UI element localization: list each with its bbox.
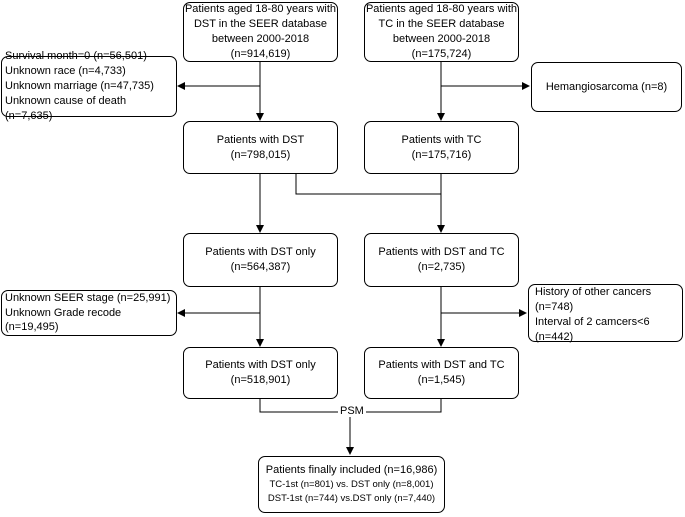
box-line: TC in the SEER database: [378, 18, 505, 31]
box-line: (n=175,724): [411, 47, 472, 60]
final-title: Patients finally included (n=16,986): [265, 464, 438, 477]
box-line: (n=564,387): [230, 261, 291, 273]
box-exclusion-right-2: History of other cancers (n=748) Interva…: [528, 284, 683, 343]
exclusion-line: Unknown marriage (n=47,735): [5, 80, 154, 93]
final-line: TC-1st (n=801) vs. DST only (n=8,001): [269, 479, 434, 491]
exclusion-line: Survival month=0 (n=56,501): [5, 50, 147, 63]
box-line: Patients with DST and TC: [378, 246, 505, 259]
exclusion-line: Hemangiosarcoma (n=8): [545, 80, 668, 93]
box-line: Patients with DST only: [205, 359, 316, 372]
box-line: Patients with TC: [401, 133, 482, 146]
box-dst: Patients with DST (n=798,015): [183, 121, 338, 174]
box-dst-source: Patients aged 18-80 years with DST in th…: [183, 2, 338, 62]
box-line: Patients with DST and TC: [378, 359, 505, 372]
final-line: DST-1st (n=744) vs.DST only (n=7,440): [267, 492, 436, 504]
box-line: Patients aged 18-80 years with: [365, 3, 518, 16]
box-line: between 2000-2018: [392, 33, 491, 45]
exclusion-line: Unknown Grade recode (n=19,495): [5, 306, 122, 334]
box-line: (n=914,619): [230, 47, 291, 60]
box-final-included: Patients finally included (n=16,986) TC-…: [258, 456, 445, 513]
box-line: DST in the SEER database: [193, 18, 328, 31]
box-line: (n=1,545): [417, 374, 466, 386]
exclusion-line: Unknown cause of death (n=7,635): [5, 94, 127, 122]
box-line: (n=175,716): [411, 148, 472, 161]
box-dst-only-2: Patients with DST only (n=518,901): [183, 347, 338, 399]
exclusion-line: Unknown race (n=4,733): [5, 65, 126, 78]
exclusion-line: History of other cancers (n=748): [535, 286, 652, 313]
psm-label: PSM: [338, 405, 366, 417]
exclusion-line: Unknown SEER stage (n=25,991): [5, 291, 171, 304]
box-line: (n=2,735): [417, 261, 466, 273]
box-dst-only-1: Patients with DST only (n=564,387): [183, 233, 338, 287]
box-dst-tc-2: Patients with DST and TC (n=1,545): [364, 347, 519, 399]
box-line: (n=518,901): [230, 374, 291, 386]
box-line: (n=798,015): [230, 148, 291, 161]
box-tc: Patients with TC (n=175,716): [364, 121, 519, 174]
box-exclusion-left-2: Unknown SEER stage (n=25,991) Unknown Gr…: [1, 290, 177, 336]
box-line: Patients with DST: [216, 133, 305, 146]
exclusion-line: Interval of 2 camcers<6 (n=442): [535, 315, 650, 343]
box-tc-source: Patients aged 18-80 years with TC in the…: [364, 2, 519, 62]
box-line: Patients with DST only: [205, 246, 316, 259]
edge-merge-bracket: [295, 174, 441, 195]
box-dst-tc-1: Patients with DST and TC (n=2,735): [364, 233, 519, 287]
box-exclusion-right-1: Hemangiosarcoma (n=8): [531, 62, 682, 112]
box-line: Patients aged 18-80 years with: [184, 3, 337, 16]
box-exclusion-left-1: Survival month=0 (n=56,501) Unknown race…: [1, 50, 177, 122]
box-line: between 2000-2018: [211, 33, 310, 45]
